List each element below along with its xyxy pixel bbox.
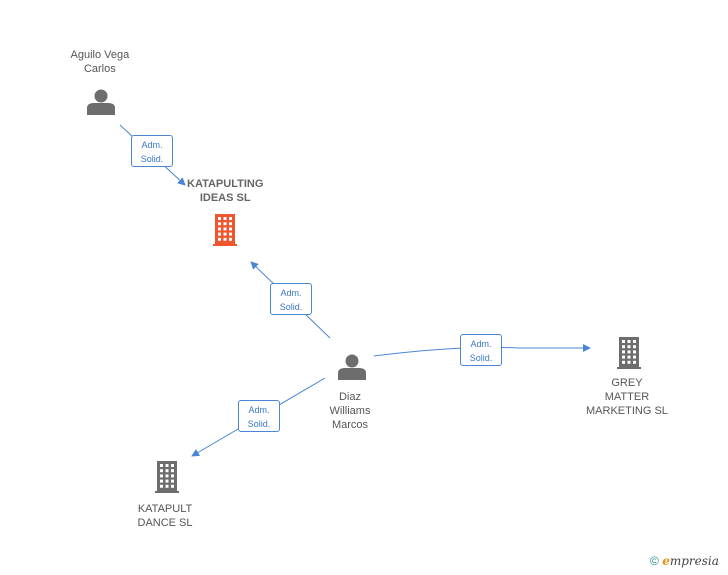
person-icon-aguilo[interactable] (87, 89, 115, 116)
node-label-line: MARKETING SL (586, 405, 668, 417)
edge-label-diaz-katapulting[interactable]: Adm. Solid. (270, 283, 312, 315)
node-label-line: Carlos (83, 63, 116, 75)
edge-label-aguilo-katapulting[interactable]: Adm. Solid. (131, 135, 173, 167)
building-icon-grey[interactable] (617, 337, 641, 369)
node-label-line: IDEAS SL (199, 192, 251, 204)
edge-label-text: Adm. (280, 288, 302, 298)
person-icon-diaz[interactable] (338, 354, 366, 381)
edge-label-text: Solid. (469, 353, 493, 363)
building-icon-dance[interactable] (155, 461, 179, 493)
edge-label-text: Adm. (470, 339, 492, 349)
copyright-symbol: © (650, 554, 659, 568)
edge-diaz-grey (373, 344, 591, 357)
node-label-grey[interactable]: GREY MATTER MARKETING SL (586, 376, 668, 418)
building-icon-katapulting[interactable] (213, 214, 237, 246)
edge-label-text: Solid. (247, 419, 271, 429)
edge-label-diaz-dance[interactable]: Adm. Solid. (238, 400, 280, 432)
node-label-line: KATAPULTING (187, 178, 264, 190)
edge-label-text: Adm. (141, 140, 163, 150)
node-label-line: Aguilo Vega (70, 49, 130, 61)
footer-brand[interactable]: © empresia (650, 554, 719, 568)
node-label-line: Diaz (338, 391, 361, 403)
node-label-katapulting[interactable]: KATAPULTING IDEAS SL (187, 177, 263, 205)
edge-label-text: Solid. (279, 302, 303, 312)
node-label-line: MATTER (604, 391, 650, 403)
edge-label-text: Adm. (248, 405, 270, 415)
brand-logo: empresia (662, 554, 719, 568)
node-label-dance[interactable]: KATAPULT DANCE SL (138, 502, 193, 530)
node-label-line: GREY (611, 377, 643, 389)
node-label-line: KATAPULT (137, 503, 193, 515)
node-label-line: Williams (329, 405, 371, 417)
edge-label-text: Solid. (140, 154, 164, 164)
edge-label-diaz-grey[interactable]: Adm. Solid. (460, 334, 502, 366)
node-label-line: DANCE SL (137, 517, 193, 529)
node-label-line: Marcos (331, 419, 368, 431)
